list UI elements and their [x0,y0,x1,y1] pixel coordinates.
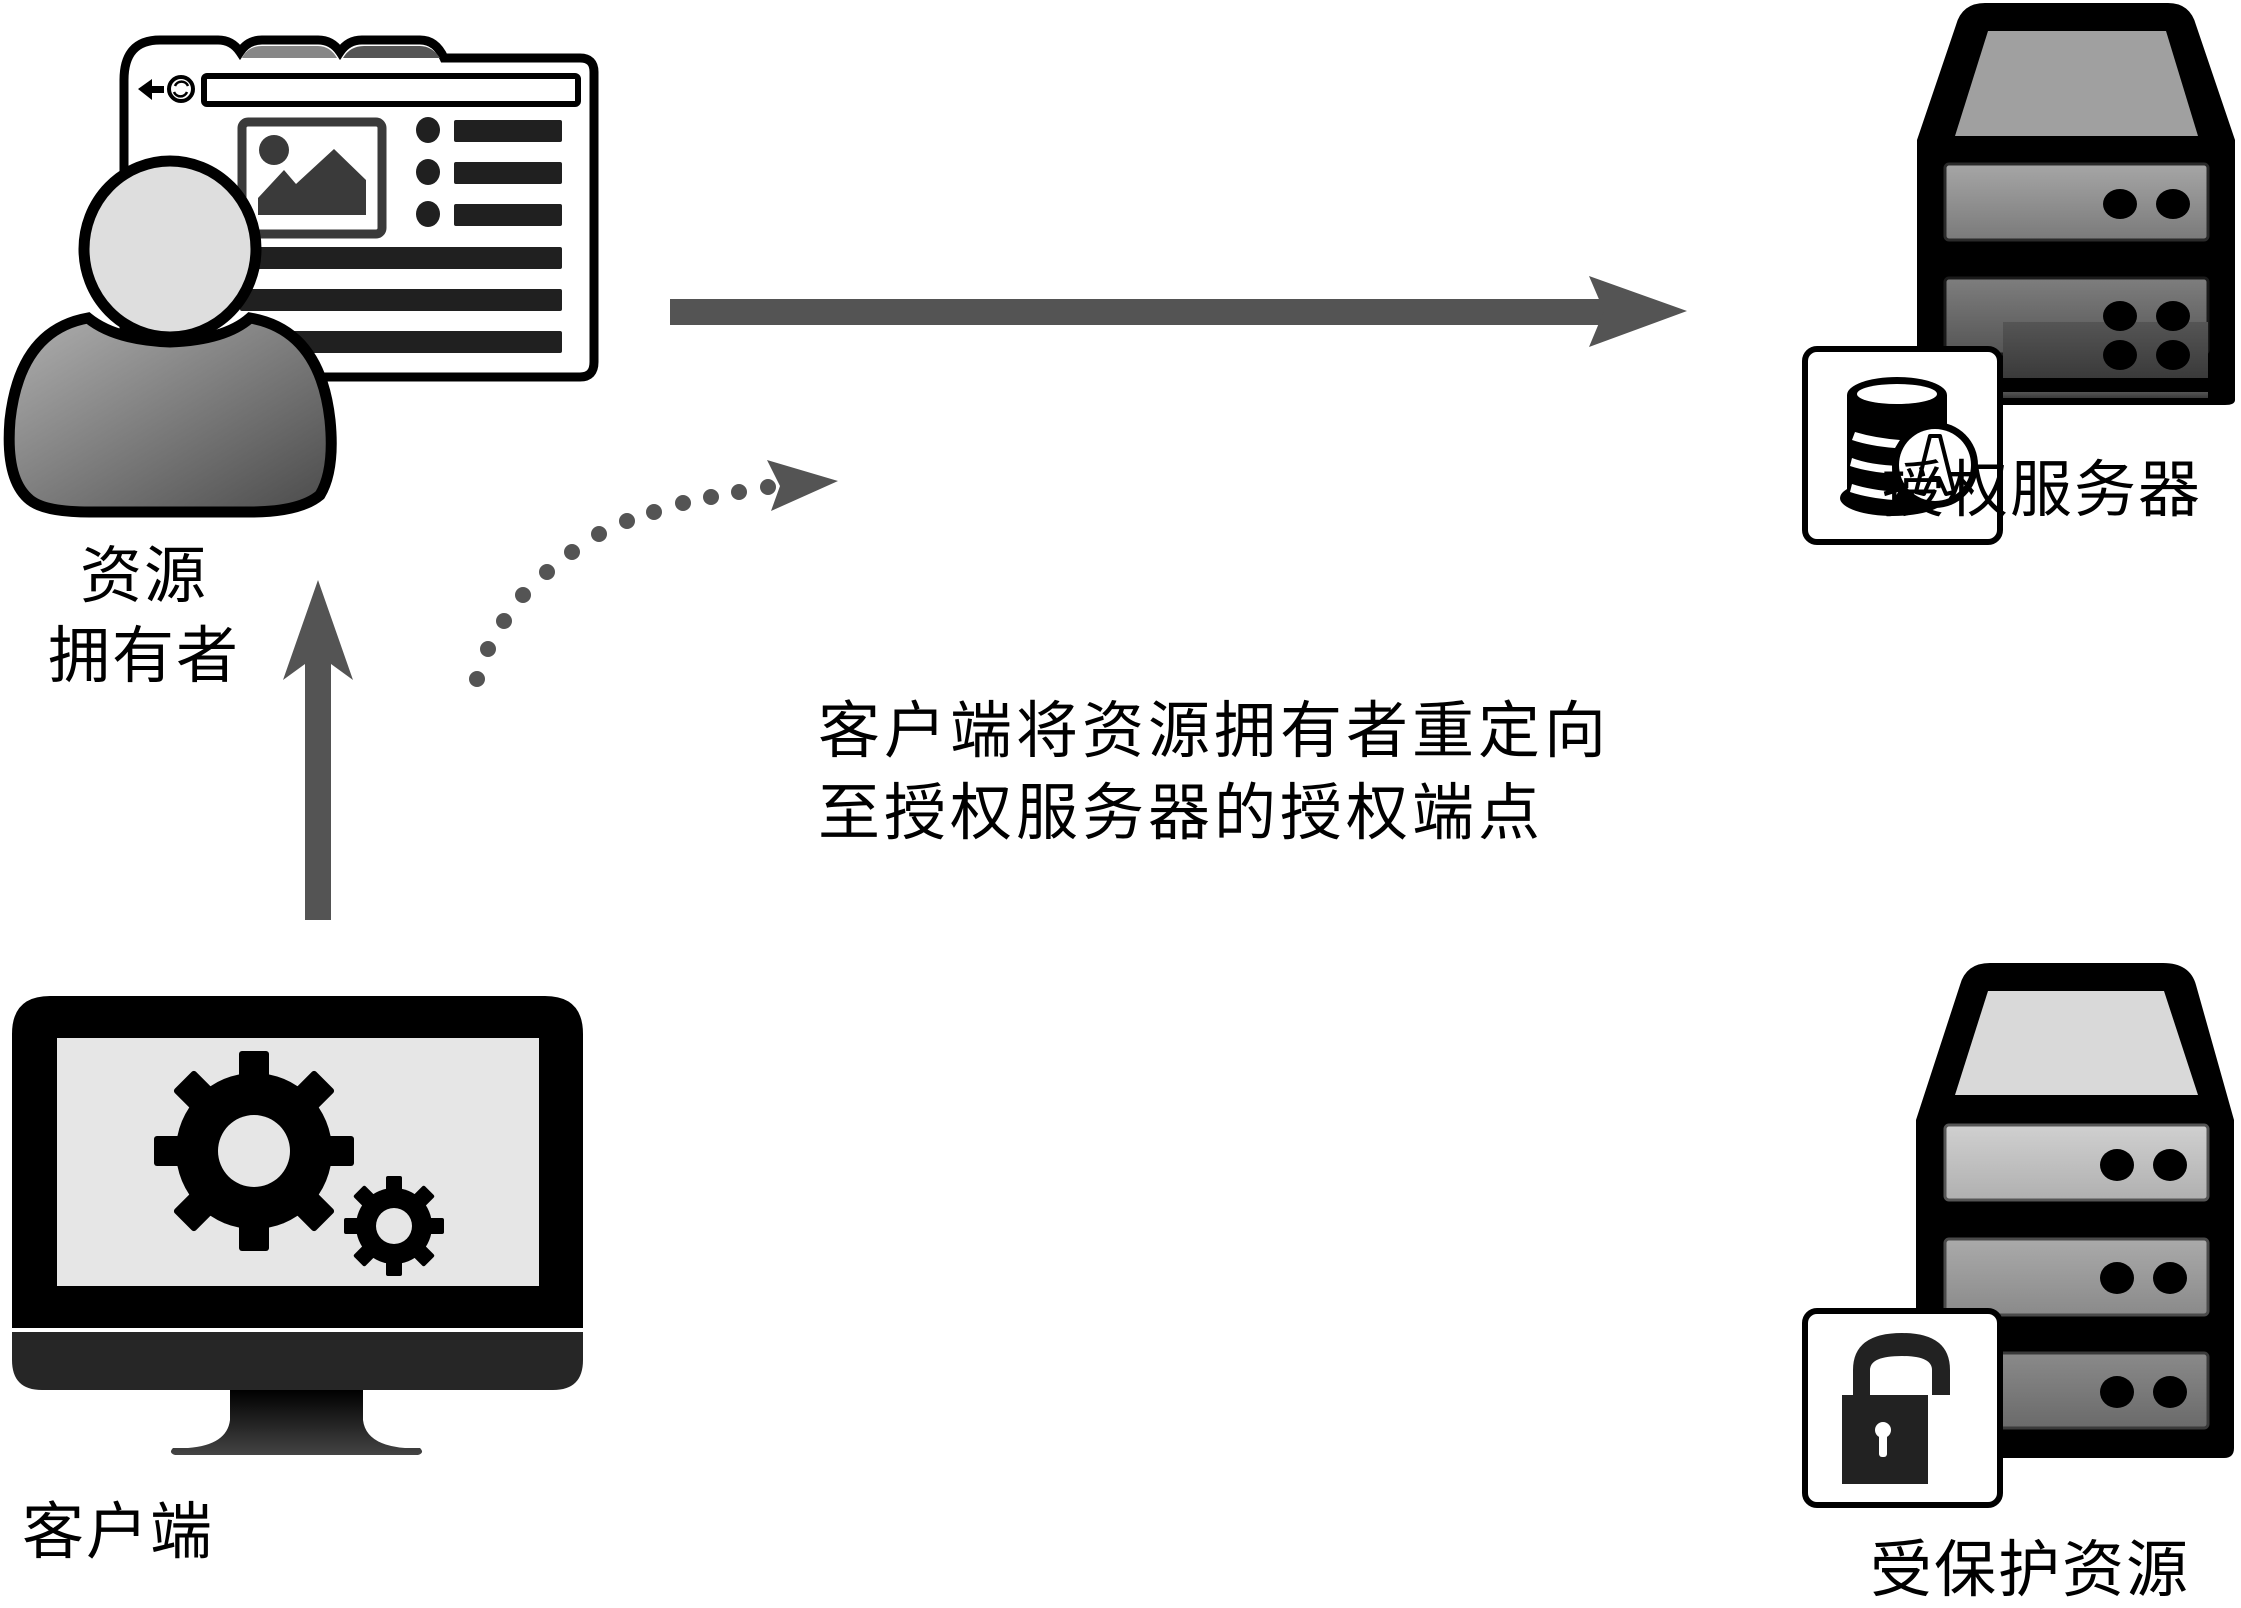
image-placeholder-icon [237,117,387,239]
back-arrow-icon [138,79,164,100]
user-icon [3,155,337,518]
protected-resource-label: 受保护资源 [1870,1533,2191,1606]
auth-server-icon [1917,3,2235,405]
address-bar [201,73,581,107]
badge-letter-a [1914,434,1956,496]
resource-owner-label-line1: 资源 [80,539,209,612]
caption-line-1: 客户端将资源拥有者重定向 [818,694,1611,767]
gear-small-icon [344,1176,444,1276]
client-label: 客户端 [22,1495,215,1568]
arrow-client-to-owner [283,580,353,920]
caption-line-2: 至授权服务器的授权端点 [818,776,1545,849]
redirect-caption: 客户端将资源拥有者重定向 至授权服务器的授权端点 [818,690,1610,854]
arrow-owner-to-auth-server [670,276,1687,347]
auth-server-label: 授权服务器 [1882,453,2203,526]
dotted-redirect-arrow [469,460,838,687]
gear-large-icon [154,1051,354,1251]
database-badge-icon [1802,346,2003,545]
resource-owner-label-line2: 拥有者 [48,619,241,692]
lock-badge-icon [1802,1308,2003,1508]
content-lines [240,117,562,353]
monitor-icon [12,996,583,1455]
